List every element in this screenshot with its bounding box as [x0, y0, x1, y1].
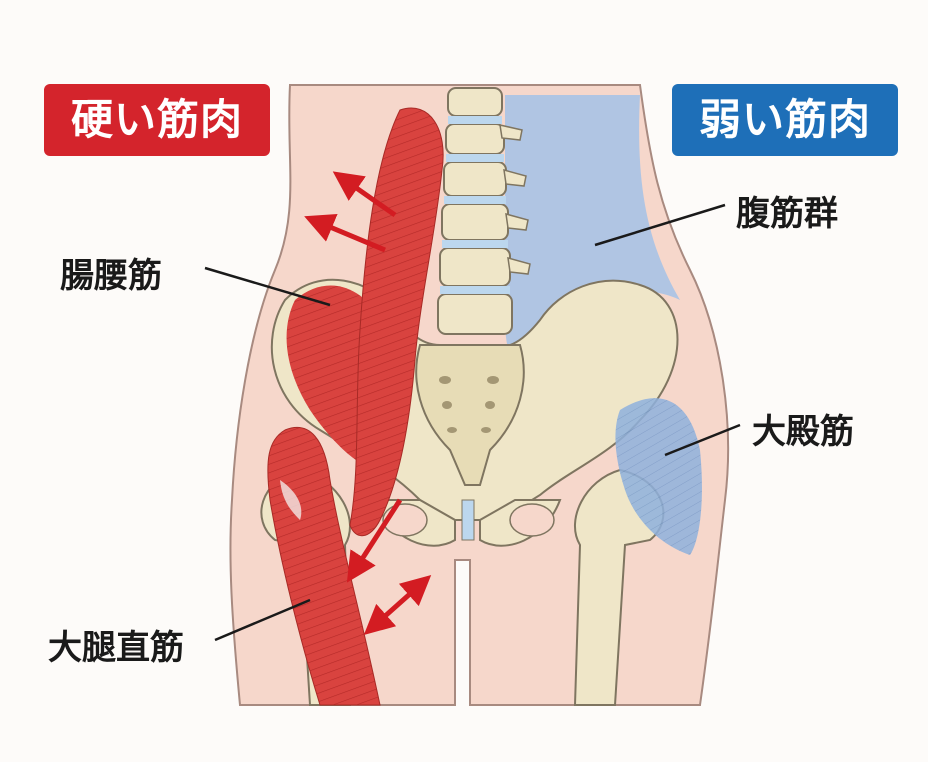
- abdominals-label: 腹筋群: [736, 194, 838, 234]
- hard-muscles-badge: 硬い筋肉: [44, 84, 270, 156]
- psoas-muscle: [349, 107, 444, 537]
- weak-muscles-badge: 弱い筋肉: [672, 84, 898, 156]
- gluteus-maximus-label: 大殿筋: [752, 412, 854, 452]
- rectus-femoris-label: 大腿直筋: [48, 628, 184, 668]
- spine: [437, 87, 531, 335]
- tension-arrows: [304, 171, 432, 635]
- gluteus-maximus-muscle: [615, 398, 702, 555]
- leader-lines: [204, 203, 741, 642]
- iliopsoas-label: 腸腰筋: [60, 256, 162, 296]
